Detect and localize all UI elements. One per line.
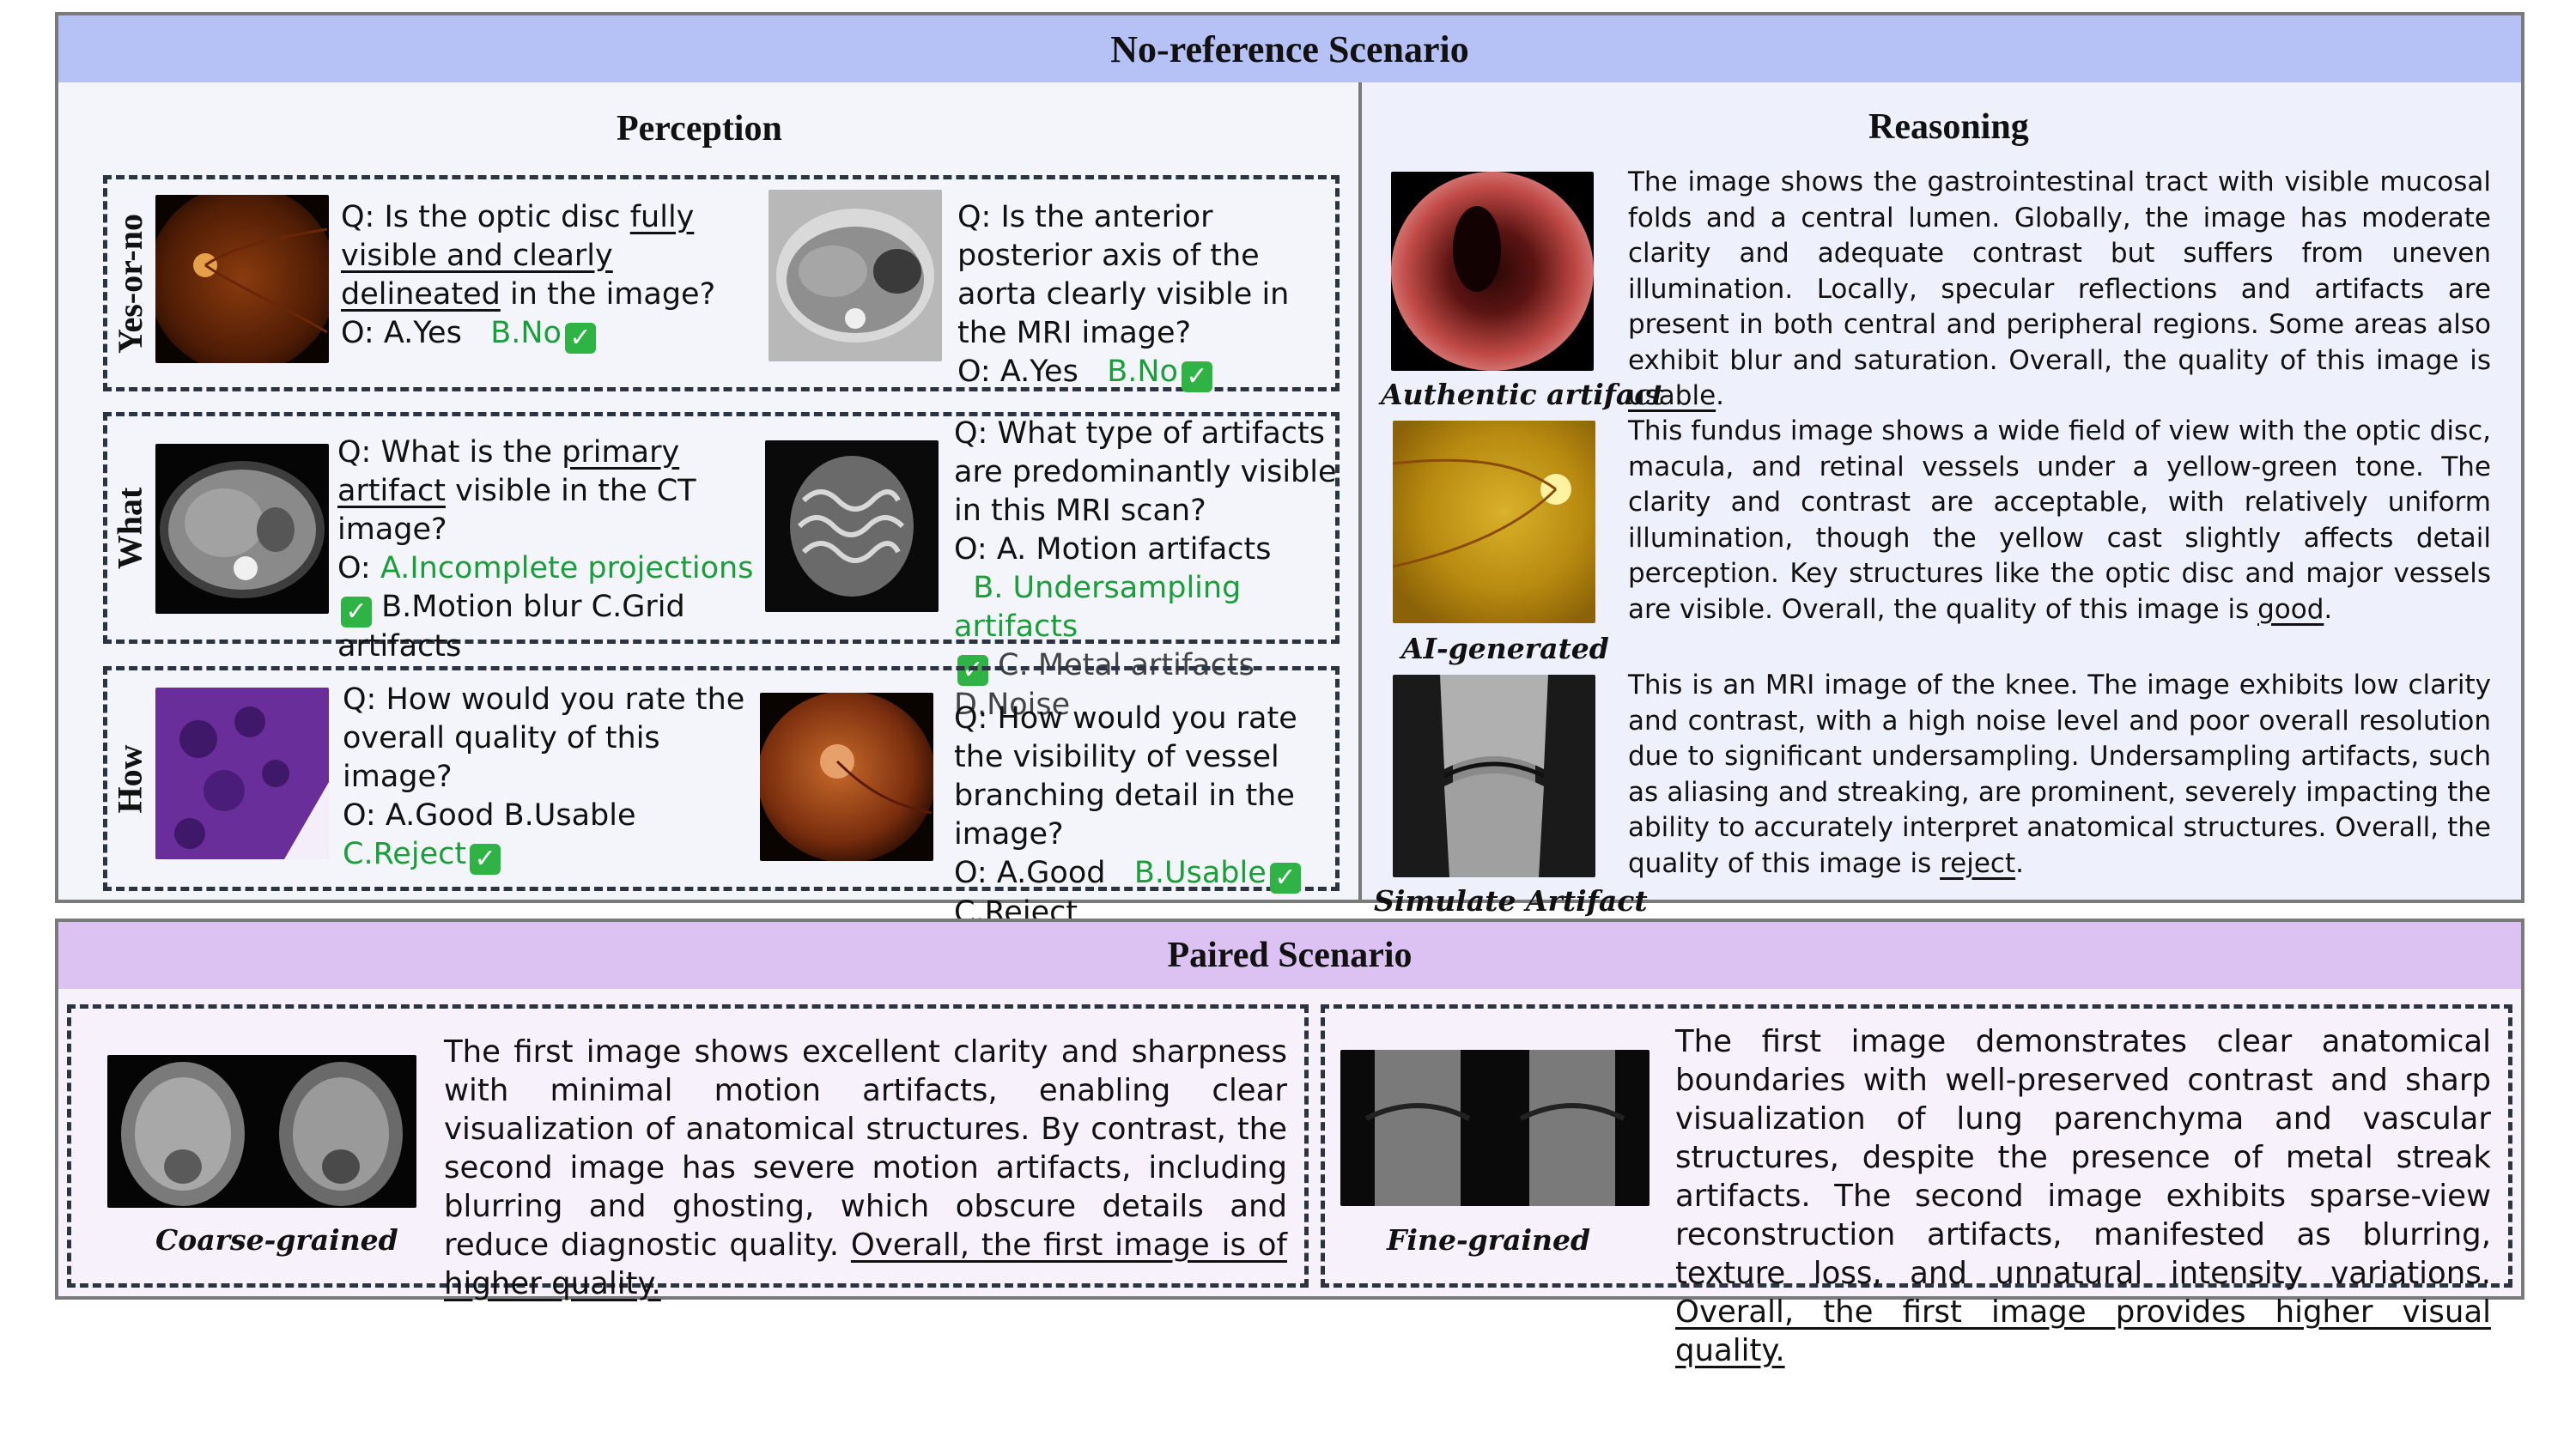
reasoning-text-3: This is an MRI image of the knee. The im… [1628, 670, 2491, 879]
check-icon: ✓ [1181, 361, 1212, 392]
check-icon: ✓ [470, 844, 501, 875]
what-box: What Q: What is the primary artifact vis… [103, 412, 1340, 722]
row-label-yes-or-no: Yes-or-no [110, 213, 149, 354]
check-icon: ✓ [564, 323, 596, 354]
yesno-question-left: Q: Is the optic disc fully visible and c… [341, 200, 716, 354]
knee-mri-pair-image [1340, 1050, 1649, 1206]
what-question-right: Q: What type of artifacts are predominan… [954, 416, 1337, 722]
how-box: How Q: How would you rate the overall qu… [103, 666, 1340, 930]
brain-mri-image [765, 440, 939, 612]
ct-image [155, 444, 329, 614]
no-reference-title: No-reference Scenario [58, 15, 2521, 82]
coarse-grained-text: The first image shows excellent clarity … [444, 1034, 1287, 1301]
how-question-right: Q: How would you rate the visibility of … [954, 700, 1349, 932]
brain-mri-pair-image [107, 1055, 416, 1208]
ai-fundus-image [1393, 421, 1595, 623]
how-question-left: Q: How would you rate the overall qualit… [343, 682, 745, 875]
reasoning-title: Reasoning [1868, 107, 2029, 147]
caption-fine-grained: Fine-grained [1387, 1223, 1591, 1257]
reasoning-text-1: The image shows the gastrointestinal tra… [1628, 167, 2491, 411]
paired-title: Paired Scenario [58, 922, 2521, 989]
what-question-left: Q: What is the primary artifact visible … [337, 435, 754, 664]
endoscopy-image [1391, 172, 1594, 371]
row-label-what: What [110, 487, 149, 569]
caption-ai-generated: AI-generated [1401, 632, 1609, 665]
fine-grained-box: Fine-grained The first image demonstrate… [1321, 1004, 2512, 1368]
fundus-image [155, 195, 329, 363]
no-reference-panel: No-reference Scenario Perception Yes-or-… [55, 12, 2524, 930]
caption-simulate-artifact: Simulate Artifact [1374, 884, 1648, 918]
coarse-grained-box: Coarse-grained The first image shows exc… [67, 1004, 1309, 1301]
yes-or-no-box: Yes-or-no Q: Is the optic disc fully vis… [103, 175, 1340, 392]
abdominal-mri-image [769, 190, 942, 361]
perception-title: Perception [617, 109, 782, 149]
yesno-question-right: Q: Is the anterior posterior axis of the… [957, 200, 1290, 392]
knee-mri-image [1393, 675, 1595, 877]
reasoning-text-2: This fundus image shows a wide field of … [1628, 415, 2491, 625]
check-icon: ✓ [1269, 863, 1301, 894]
histology-image [155, 688, 329, 859]
fine-grained-text: The first image demonstrates clear anato… [1675, 1024, 2491, 1368]
check-icon: ✓ [341, 597, 372, 627]
perception-section: Perception Yes-or-no Q: Is the optic dis… [58, 82, 1358, 930]
section-divider [1358, 82, 1362, 900]
fundus-image-how [760, 693, 933, 861]
caption-authentic-artifact: Authentic artifact [1381, 378, 1665, 411]
row-label-how: How [110, 744, 149, 813]
paired-panel: Paired Scenario Coarse-grained The first… [55, 919, 2524, 1368]
yesno-options-left: O: A.Yes [341, 316, 462, 350]
caption-coarse-grained: Coarse-grained [155, 1223, 398, 1257]
reasoning-section: Reasoning Authentic artifact The image s… [1362, 82, 2521, 918]
